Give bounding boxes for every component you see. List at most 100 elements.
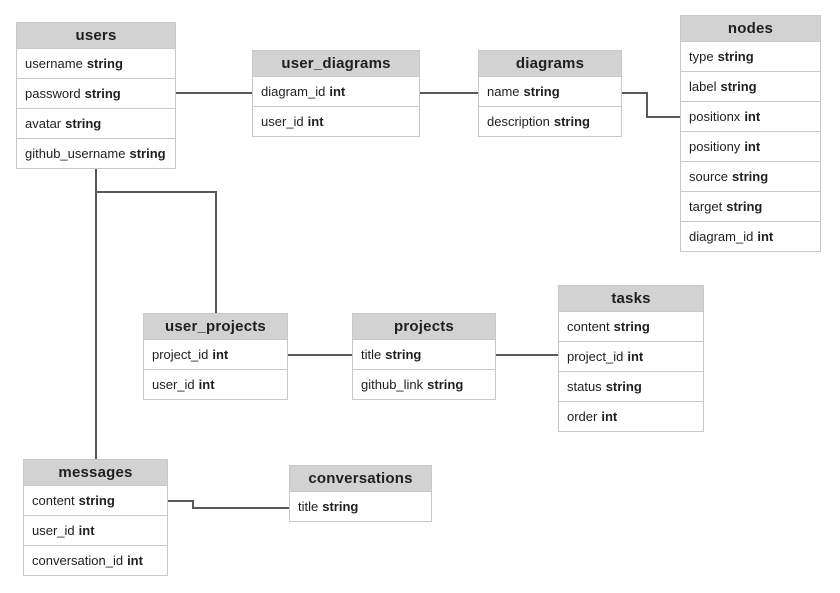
entity-conversations-title: conversations: [289, 465, 432, 492]
field-name: source: [689, 169, 729, 184]
entity-user_projects[interactable]: user_projects project_id int user_id int: [143, 313, 288, 400]
field-type: string: [717, 49, 754, 64]
field-type: int: [212, 347, 229, 362]
field-row-nodes-type: type string: [680, 42, 821, 72]
field-row-messages-content: content string: [23, 486, 168, 516]
field-row-diagrams-name: name string: [478, 77, 622, 107]
field-name: positiony: [689, 139, 741, 154]
field-row-users-password: password string: [16, 79, 176, 109]
field-name: avatar: [25, 116, 62, 131]
field-type: int: [307, 114, 324, 129]
field-type: string: [720, 79, 757, 94]
field-row-diagrams-description: description string: [478, 107, 622, 137]
field-name: description: [487, 114, 550, 129]
field-name: positionx: [689, 109, 741, 124]
field-name: user_id: [32, 523, 75, 538]
connector-users-user_projects: [96, 191, 217, 313]
entity-conversations[interactable]: conversations title string: [289, 465, 432, 522]
entity-user_diagrams[interactable]: user_diagrams diagram_id int user_id int: [252, 50, 420, 137]
field-row-nodes-positionx: positionx int: [680, 102, 821, 132]
field-type: int: [757, 229, 774, 244]
field-name: title: [298, 499, 319, 514]
field-type: string: [427, 377, 464, 392]
entity-projects-title: projects: [352, 313, 496, 340]
field-row-messages-conversation_id: conversation_id int: [23, 546, 168, 576]
field-type: string: [553, 114, 590, 129]
field-type: int: [601, 409, 618, 424]
field-name: project_id: [152, 347, 209, 362]
field-name: label: [689, 79, 717, 94]
entity-user_projects-title: user_projects: [143, 313, 288, 340]
field-name: title: [361, 347, 382, 362]
field-type: int: [78, 523, 95, 538]
entity-user_diagrams-title: user_diagrams: [252, 50, 420, 77]
field-type: string: [523, 84, 560, 99]
entity-tasks[interactable]: tasks content string project_id int stat…: [558, 285, 704, 432]
field-type: string: [86, 56, 123, 71]
field-row-nodes-positiony: positiony int: [680, 132, 821, 162]
field-row-tasks-status: status string: [558, 372, 704, 402]
field-name: order: [567, 409, 598, 424]
field-type: string: [84, 86, 121, 101]
field-row-users-username: username string: [16, 49, 176, 79]
field-row-nodes-diagram_id: diagram_id int: [680, 222, 821, 252]
entity-users-title: users: [16, 22, 176, 49]
entity-users[interactable]: users username string password string av…: [16, 22, 176, 169]
field-type: string: [385, 347, 422, 362]
field-row-projects-title: title string: [352, 340, 496, 370]
field-row-projects-github_link: github_link string: [352, 370, 496, 400]
field-name: diagram_id: [261, 84, 326, 99]
entity-projects[interactable]: projects title string github_link string: [352, 313, 496, 400]
field-name: content: [567, 319, 610, 334]
field-row-nodes-label: label string: [680, 72, 821, 102]
field-row-tasks-project_id: project_id int: [558, 342, 704, 372]
field-type: int: [744, 139, 761, 154]
field-type: int: [627, 349, 644, 364]
entity-tasks-title: tasks: [558, 285, 704, 312]
field-name: project_id: [567, 349, 624, 364]
field-type: int: [744, 109, 761, 124]
field-type: string: [732, 169, 769, 184]
field-name: diagram_id: [689, 229, 754, 244]
entity-messages[interactable]: messages content string user_id int conv…: [23, 459, 168, 576]
field-type: string: [322, 499, 359, 514]
field-row-nodes-source: source string: [680, 162, 821, 192]
field-type: string: [605, 379, 642, 394]
field-type: string: [726, 199, 763, 214]
field-name: password: [25, 86, 81, 101]
connector-diagrams-nodes: [622, 92, 680, 118]
field-row-users-github_username: github_username string: [16, 139, 176, 169]
field-row-user_diagrams-user_id: user_id int: [252, 107, 420, 137]
field-name: user_id: [152, 377, 195, 392]
field-name: user_id: [261, 114, 304, 129]
field-name: github_link: [361, 377, 424, 392]
entity-nodes-title: nodes: [680, 15, 821, 42]
field-type: string: [129, 146, 166, 161]
field-type: int: [127, 553, 143, 568]
entity-diagrams-title: diagrams: [478, 50, 622, 77]
field-row-conversations-title: title string: [289, 492, 432, 522]
field-type: string: [65, 116, 102, 131]
field-name: status: [567, 379, 602, 394]
field-name: conversation_id: [32, 553, 124, 568]
field-name: username: [25, 56, 83, 71]
field-row-user_diagrams-diagram_id: diagram_id int: [252, 77, 420, 107]
field-row-user_projects-user_id: user_id int: [143, 370, 288, 400]
field-row-nodes-target: target string: [680, 192, 821, 222]
field-name: content: [32, 493, 75, 508]
connector-messages-conversations: [168, 500, 289, 509]
entity-nodes[interactable]: nodes type string label string positionx…: [680, 15, 821, 252]
field-row-users-avatar: avatar string: [16, 109, 176, 139]
field-type: string: [78, 493, 115, 508]
field-name: target: [689, 199, 723, 214]
field-row-tasks-content: content string: [558, 312, 704, 342]
field-row-tasks-order: order int: [558, 402, 704, 432]
field-type: int: [329, 84, 346, 99]
field-type: int: [198, 377, 215, 392]
field-name: type: [689, 49, 714, 64]
field-type: string: [613, 319, 650, 334]
field-name: github_username: [25, 146, 126, 161]
entity-messages-title: messages: [23, 459, 168, 486]
field-row-messages-user_id: user_id int: [23, 516, 168, 546]
entity-diagrams[interactable]: diagrams name string description string: [478, 50, 622, 137]
